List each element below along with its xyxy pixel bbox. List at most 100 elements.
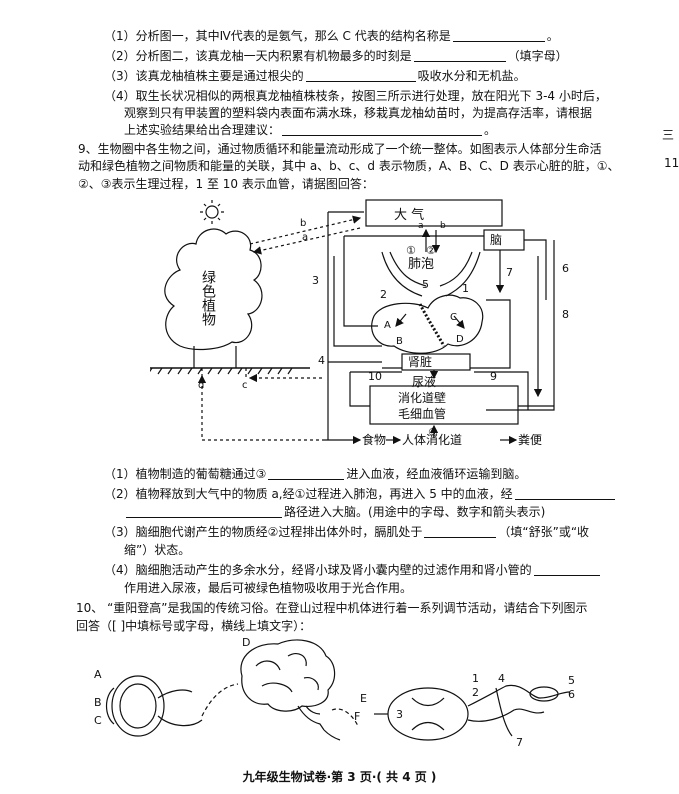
- label-4: 4: [498, 672, 505, 685]
- q9-item-4a: （4）脑细胞活动产生的多余水分，经肾小球及肾小囊内壁的过滤作用和肾小管的: [104, 562, 602, 578]
- punct: 。: [484, 123, 497, 137]
- q9-item-2a: （2）植物释放到大气中的物质 a,经①过程进入肺泡，再进入 5 中的血液，经: [104, 486, 617, 502]
- urine-label: 尿液: [412, 374, 436, 389]
- label-B: B: [94, 696, 102, 709]
- q8-item-2: （2）分析图二，该真龙柚一天内积累有机物最多的时刻是 （填字母）: [104, 48, 568, 64]
- tract-label: 人体消化道: [402, 433, 462, 447]
- hint: （填“舒张”或“收: [498, 525, 590, 539]
- label-C: C: [94, 714, 102, 727]
- vessel-3: [343, 236, 378, 327]
- vessel-3-label: 3: [312, 274, 319, 287]
- label-2: 2: [472, 686, 479, 699]
- q8-item-1: （1）分析图一，其中Ⅳ代表的是氨气，那么 C 代表的结构名称是 。: [104, 28, 559, 44]
- answer-blank[interactable]: [282, 123, 483, 136]
- q9-intro-2: 动和绿色植物之间物质和能量的关联，其中 a、b、c、d 表示物质，A、B、C、D…: [78, 159, 620, 173]
- metabolism-diagram: 绿色植物 大 气 脑 ① ② 肺泡 肾脏 尿液 消化道壁 毛细血管 ③ 食物 人…: [150, 199, 569, 447]
- vessel-1-label: 1: [462, 282, 469, 295]
- answer-blank[interactable]: [268, 467, 345, 480]
- process-3-label: ③: [428, 426, 438, 439]
- nervous-system-diagram: A B C D E F 1 2 3 4 5 6 7: [94, 636, 575, 749]
- label-3: 3: [396, 708, 403, 721]
- process-1-label: ①: [406, 244, 416, 257]
- intestine-label-1: 消化道壁: [398, 390, 446, 405]
- q9-item-1-tail: 进入血液，经血液循环运输到脑。: [346, 467, 527, 481]
- hint: （填字母）: [507, 49, 568, 63]
- q8-item-4a: （4）取生长状况相似的两根真龙柚植株枝条，按图三所示进行处理，放在阳光下 3-4…: [104, 89, 607, 103]
- label-D: D: [242, 636, 250, 649]
- label-7: 7: [516, 736, 523, 749]
- label-b-2: b: [440, 221, 446, 231]
- side-text-2: 11: [664, 156, 679, 170]
- q10-intro-1: 10、 “重阳登高”是我国的传统习俗。在登山过程中机体进行着一系列调节活动，请结…: [76, 601, 588, 615]
- vessel-9-label: 9: [490, 370, 497, 383]
- answer-blank[interactable]: [413, 49, 506, 62]
- label-E: E: [360, 692, 367, 705]
- brain-icon: [240, 639, 336, 712]
- vessel-10-label: 10: [368, 370, 382, 383]
- path-b: [249, 215, 362, 245]
- vessel-5-label: 5: [422, 278, 429, 291]
- answer-blank[interactable]: [514, 487, 615, 500]
- vessel-6-label: 6: [562, 262, 569, 275]
- label-A: A: [384, 320, 391, 331]
- q8-item-4b: 观察到只有甲装置的塑料袋内表面布满水珠，移栽真龙柚幼苗时，为提高存活率，请根据: [124, 106, 593, 120]
- q9-item-1-text: （1）植物制造的葡萄糖通过③: [104, 467, 267, 481]
- answer-blank[interactable]: [452, 29, 545, 42]
- page-footer: 九年级生物试卷·第 3 页·( 共 4 页 ): [242, 770, 437, 784]
- q9-intro-1: 9、生物圈中各生物之间，通过物质循环和能量流动形成了一个统一整体。如图表示人体部…: [78, 142, 602, 156]
- answer-blank[interactable]: [533, 563, 600, 576]
- kidney-label: 肾脏: [408, 354, 432, 369]
- answer-blank[interactable]: [126, 505, 282, 518]
- q8-item-3: （3）该真龙柚植株主要是通过根尖的 吸收水分和无机盐。: [104, 68, 526, 84]
- lung-label: 肺泡: [408, 257, 434, 272]
- q8-item-2-text: （2）分析图二，该真龙柚一天内积累有机物最多的时刻是: [104, 49, 412, 63]
- q8-item-3-text: （3）该真龙柚植株主要是通过根尖的: [104, 69, 304, 83]
- punct: 。: [546, 29, 559, 43]
- label-a: a: [302, 232, 308, 243]
- feces-label: 粪便: [518, 433, 542, 447]
- q9-item-2b: 路径进入大脑。(用途中的字母、数字和箭头表示): [124, 504, 545, 520]
- side-text-1: 三: [662, 128, 675, 142]
- label-6: 6: [568, 688, 575, 701]
- food-label: 食物: [362, 432, 386, 447]
- q9-item-3a-text: （3）脑细胞代谢产生的物质经②过程排出体外时，膈肌处于: [104, 525, 423, 539]
- q9-item-1: （1）植物制造的葡萄糖通过③ 进入血液，经血液循环运输到脑。: [104, 466, 526, 482]
- vessel-2-label: 2: [380, 288, 387, 301]
- label-A: A: [94, 668, 102, 681]
- label-F: F: [354, 710, 360, 723]
- tree-trunk: [193, 346, 237, 368]
- tree-crown: [164, 228, 263, 351]
- q8-item-4c: 上述实验结果给出合理建议： 。: [124, 122, 496, 138]
- answer-blank[interactable]: [305, 69, 416, 82]
- q8-item-3-tail: 吸收水分和无机盐。: [417, 69, 526, 83]
- q8-item-4c-text: 上述实验结果给出合理建议：: [124, 123, 281, 137]
- vessel-4-label: 4: [318, 354, 325, 367]
- q9-item-4b: 作用进入尿液，最后可被绿色植物吸收用于光合作用。: [124, 581, 413, 595]
- answer-blank[interactable]: [424, 525, 497, 538]
- air-label: 大 气: [394, 207, 424, 223]
- label-1: 1: [472, 672, 479, 685]
- brain-label: 脑: [490, 233, 502, 247]
- vessel-8-label: 8: [562, 308, 569, 321]
- label-b: b: [300, 218, 306, 229]
- q9-item-3a: （3）脑细胞代谢产生的物质经②过程排出体外时，膈肌处于 （填“舒张”或“收: [104, 524, 589, 540]
- heart-outline: [371, 294, 484, 354]
- process-2-label: ②: [426, 244, 436, 257]
- label-c: c: [242, 380, 248, 391]
- kidney-box: [401, 353, 471, 371]
- q9-item-3b: 缩”）状态。: [124, 543, 191, 557]
- sun-icon: [205, 205, 219, 219]
- air-box: [365, 199, 503, 227]
- q8-item-1-text: （1）分析图一，其中Ⅳ代表的是氨气，那么 C 代表的结构名称是: [104, 29, 451, 43]
- label-B: B: [396, 336, 403, 347]
- plant-label: 绿色植物: [200, 270, 216, 327]
- intestine-box: [369, 385, 519, 425]
- path-d: [201, 368, 320, 441]
- label-D: D: [456, 334, 464, 345]
- label-C: C: [450, 312, 457, 323]
- eye-icon: [111, 675, 165, 737]
- label-5: 5: [568, 674, 575, 687]
- vessel-7-label: 7: [506, 266, 513, 279]
- intestine-label-2: 毛细血管: [398, 406, 446, 421]
- q10-intro-2: 回答（[ ]中填标号或字母，横线上填文字）：: [76, 619, 312, 633]
